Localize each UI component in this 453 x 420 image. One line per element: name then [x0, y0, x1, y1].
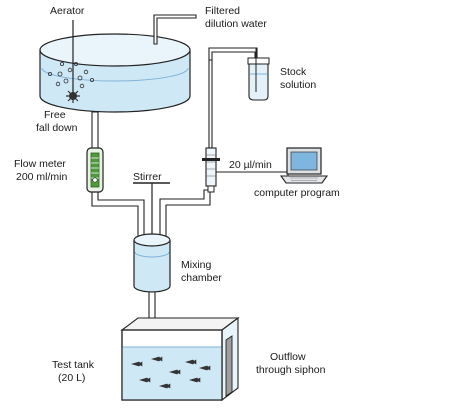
bubbles	[48, 62, 95, 89]
stock-solution-label-2: solution	[280, 79, 316, 91]
mixing-chamber-label-1: Mixing	[181, 259, 212, 271]
filtered-water-label-2: dilution water	[205, 18, 267, 30]
stock-solution-bottle	[247, 48, 270, 101]
outflow-label-1: Outflow	[270, 351, 306, 363]
outflow-label-2: through siphon	[256, 364, 326, 376]
syringe-icon	[202, 147, 220, 193]
filtered-water-pipe	[153, 14, 197, 45]
computer-label: computer program	[254, 187, 340, 199]
computer-cable	[216, 171, 289, 176]
siphon	[225, 335, 233, 397]
aerator	[48, 20, 95, 103]
stirrer-label: Stirrer	[133, 171, 162, 183]
free-fall-label-2: fall down	[36, 122, 78, 134]
test-tank	[120, 316, 240, 402]
flow-meter	[86, 147, 104, 193]
mixing-chamber-label-2: chamber	[181, 272, 222, 284]
test-tank-label-1: Test tank	[52, 359, 95, 371]
computer-icon	[279, 147, 329, 184]
stock-solution-label-1: Stock	[280, 66, 307, 78]
filtered-water-label-1: Filtered	[205, 5, 240, 17]
aerator-label: Aerator	[50, 5, 85, 17]
free-fall-label-1: Free	[44, 109, 66, 121]
mixing-chamber	[133, 233, 171, 293]
flow-meter-label-1: Flow meter	[14, 158, 66, 170]
test-tank-label-2: (20 L)	[58, 372, 85, 384]
flow-meter-label-2: 200 ml/min	[16, 171, 68, 183]
fish-icons	[130, 356, 211, 389]
rate-label: 20 µl/min	[229, 159, 272, 171]
reservoir-tank	[39, 33, 191, 113]
aerator-stone-icon	[66, 89, 80, 103]
